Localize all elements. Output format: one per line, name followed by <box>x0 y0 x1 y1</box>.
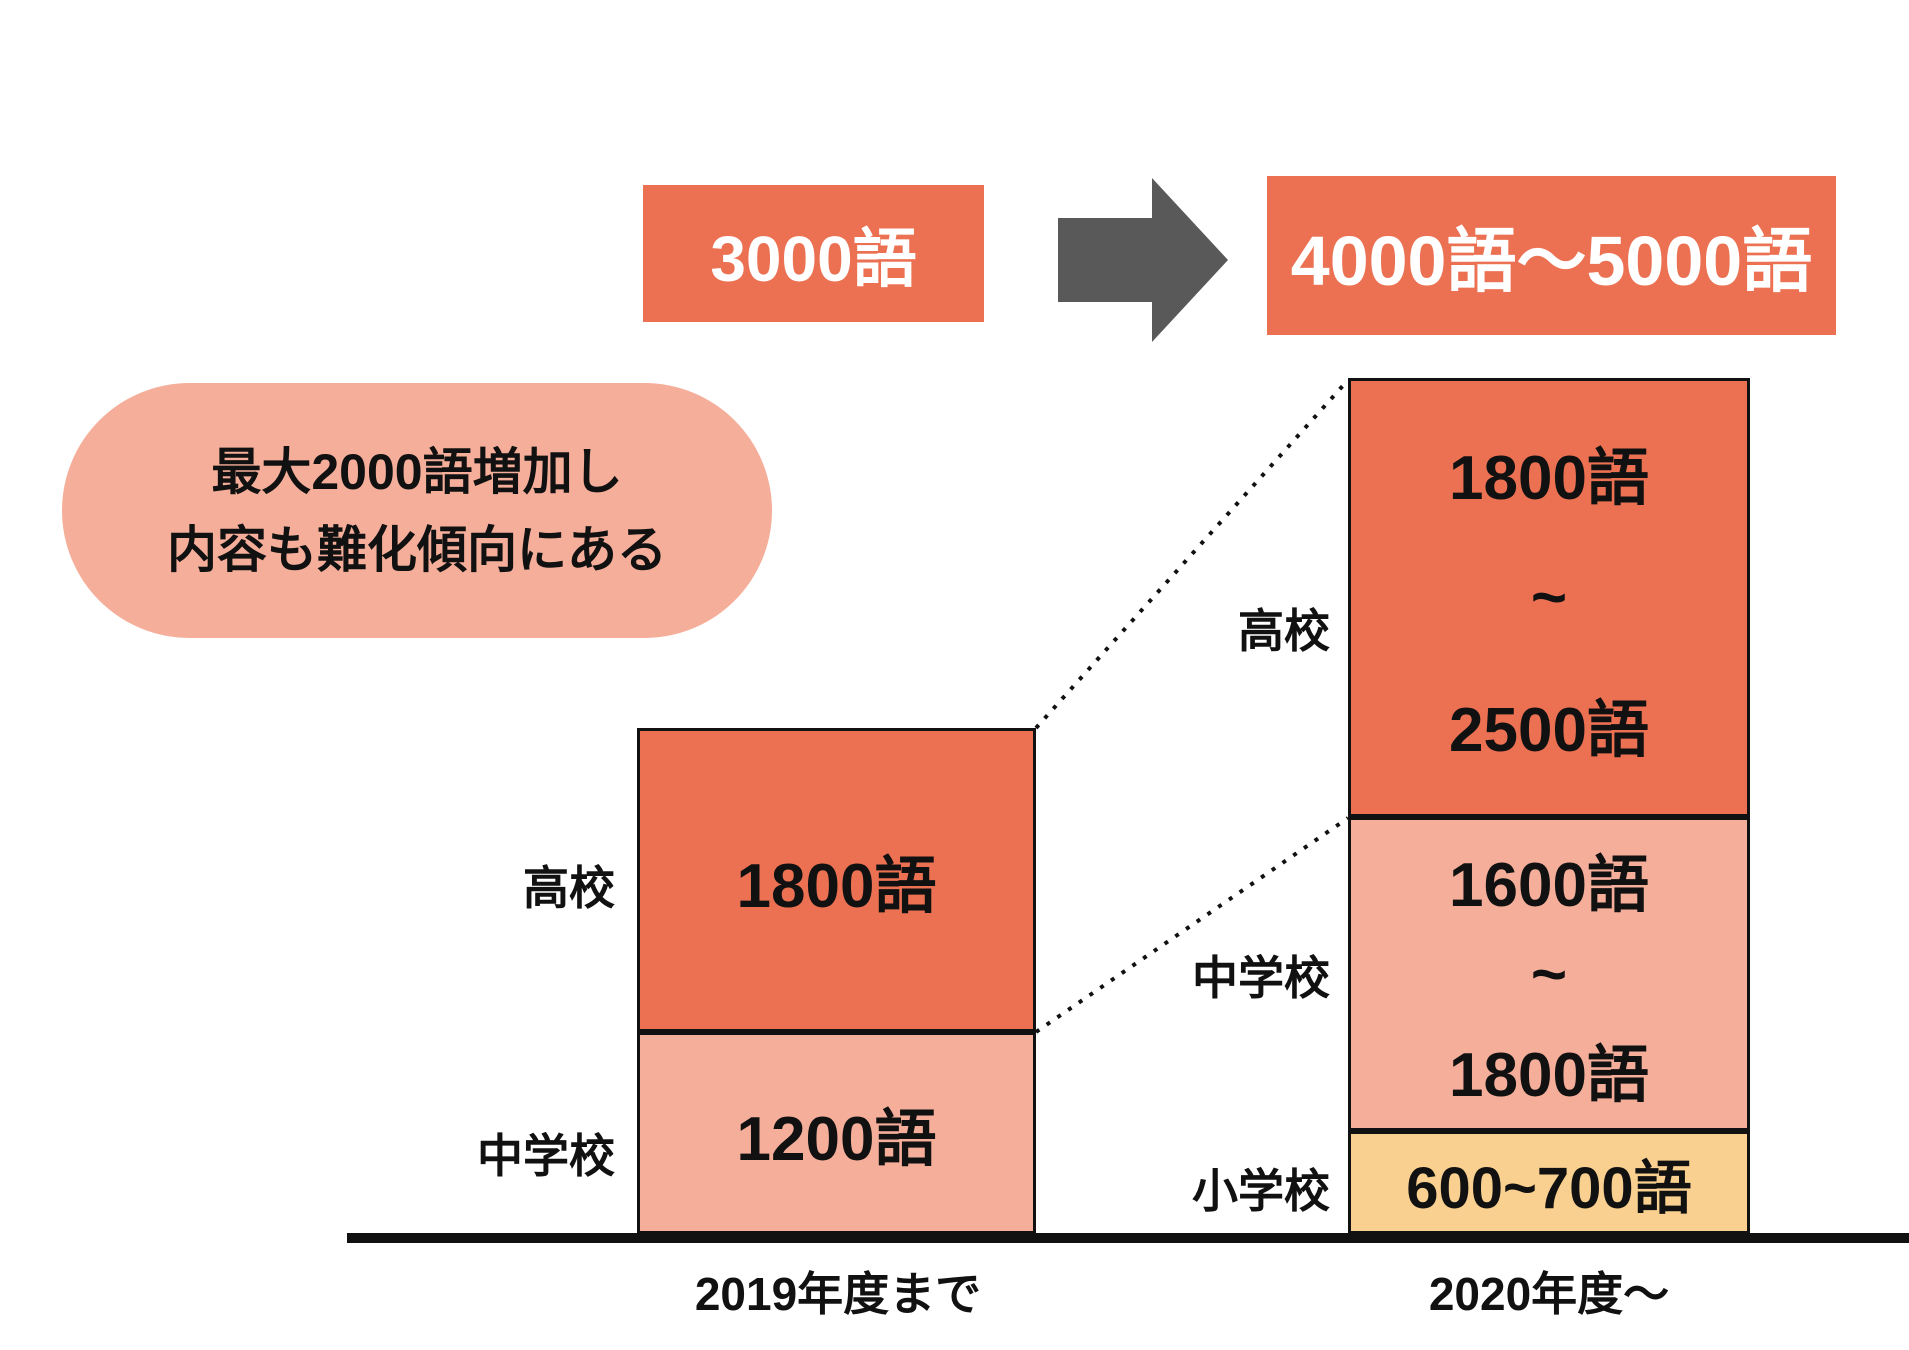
total-after-value: 4000語〜5000語 <box>1290 222 1813 300</box>
callout-bubble: 最大2000語増加し 内容も難化傾向にある <box>62 383 772 638</box>
label-2020-elementary: 小学校 <box>1192 1165 1330 1217</box>
total-before-box: 3000語 <box>643 185 984 322</box>
x-axis-line <box>347 1233 1909 1243</box>
label-2020-juniorhigh: 中学校 <box>1192 952 1330 1004</box>
bar-2020-highschool-max: 2500語 <box>1449 695 1649 765</box>
bar-2020-elementary-value: 600~700語 <box>1406 1155 1692 1221</box>
x-axis-label-2020: 2020年度〜 <box>1428 1268 1670 1320</box>
label-2020-highschool: 高校 <box>1238 605 1330 657</box>
bar-2019-highschool-value: 1800語 <box>736 852 937 921</box>
x-axis-label-2019: 2019年度まで <box>694 1268 982 1320</box>
bar-2020-juniorhigh-segment: 1600語 ~ 1800語 <box>1348 817 1750 1131</box>
bar-2019-juniorhigh-segment: 1200語 <box>637 1032 1036 1234</box>
bar-2020-highschool-segment: 1800語 ~ 2500語 <box>1348 378 1750 817</box>
total-before-value: 3000語 <box>710 222 917 295</box>
bar-2020-juniorhigh-max: 1800語 <box>1449 1040 1649 1110</box>
bar-2020-highschool-tilde: ~ <box>1530 563 1568 632</box>
dotted-connector-top <box>1034 378 1350 730</box>
callout-line1: 最大2000語増加し <box>211 443 623 500</box>
label-2019-juniorhigh: 中学校 <box>477 1130 615 1182</box>
right-arrow-icon <box>1058 178 1228 342</box>
bar-2020-juniorhigh-min: 1600語 <box>1449 851 1649 921</box>
bar-2019-highschool-segment: 1800語 <box>637 728 1036 1032</box>
bar-2020-juniorhigh-tilde: ~ <box>1530 939 1568 1009</box>
bar-2019-juniorhigh-value: 1200語 <box>736 1105 937 1174</box>
bar-2020-elementary-segment: 600~700語 <box>1348 1131 1750 1234</box>
bar-2020-highschool-min: 1800語 <box>1449 443 1649 513</box>
label-2019-highschool: 高校 <box>523 862 615 914</box>
callout-line2: 内容も難化傾向にある <box>167 521 667 578</box>
total-after-box: 4000語〜5000語 <box>1267 176 1836 335</box>
